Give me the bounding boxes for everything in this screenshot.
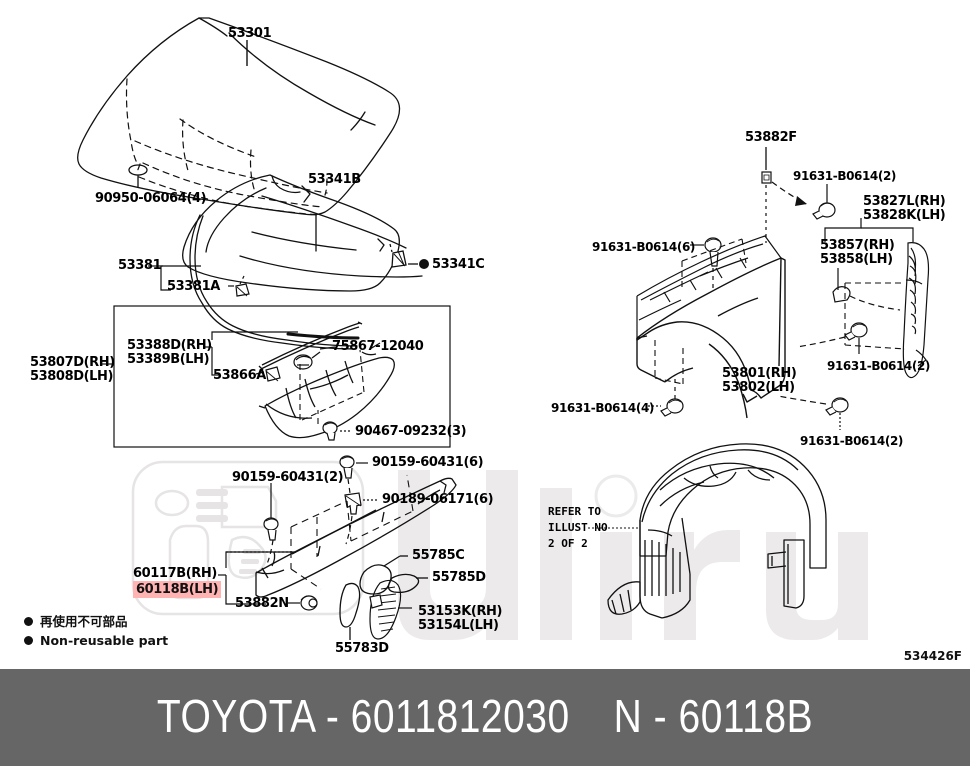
fender-top-flange [636,235,782,338]
label-53381A: 53381A [167,279,220,294]
label-53858-LH: 53858(LH) [820,252,893,267]
bullet-dot-icon [24,636,33,645]
bracket-53381 [148,265,201,291]
label-53388D-RH: 53388D(RH) [127,338,212,353]
label-55785C: 55785C [412,548,465,563]
clip-90159-6-drawing [339,455,368,494]
retainer-55785c-drawing [359,555,408,595]
label-91631-B0614-2b: 91631-B0614(2) [827,359,930,373]
bolt-91631-6-drawing [690,237,722,290]
hood-inner-structure [125,78,328,216]
washer-nozzle-drawing [293,346,336,370]
label-53802-LH: 53802(LH) [722,380,795,395]
footer-sep-1: - [314,691,351,743]
label-91631-B0614-2c: 91631-B0614(2) [800,434,903,448]
label-53801-RH: 53801(RH) [722,366,797,381]
hood-seal-clip-drawing [228,275,250,297]
label-53341C: 53341C [432,257,485,272]
rocker-moulding-drawing [255,477,457,598]
bolt-91631-2a-drawing [812,184,836,220]
pad-55783d-drawing [339,582,361,640]
label-53341B: 53341B [308,172,361,187]
fender-body-drawing [636,257,786,419]
fender-seal-drawing [902,242,930,379]
label-53882N: 53882N [235,596,289,611]
fender-liner-2of2-drawing [607,443,827,619]
label-55785D: 55785D [432,570,486,585]
weatherstrip-drawing [258,321,363,371]
label-53389B-LH: 53389B(LH) [127,352,210,367]
label-53301: 53301 [228,26,272,41]
label-90159-60431-6: 90159-60431(6) [372,455,484,470]
label-90189-06171-6: 90189-06171(6) [382,492,494,507]
hood-cushion-drawing [128,164,148,188]
clip-53882n-drawing [288,595,318,611]
label-60117B-RH: 60117B(RH) [133,566,217,581]
bracket-53388 [204,331,298,376]
clip-90159-2-drawing [263,483,279,565]
footer-part-text: TOYOTA - 6011812030 N - 60118B [157,692,813,744]
bolt-91631-2c-drawing [777,395,849,430]
label-53807D-RH: 53807D(RH) [30,355,115,370]
bullet-dot-icon [24,617,33,626]
liner-dashed-outline [299,349,365,424]
label-91631-B0614-2a: 91631-B0614(2) [793,169,896,183]
label-75867-12040: 75867-12040 [332,339,424,354]
label-53828K-LH: 53828K(LH) [863,208,946,223]
label-90950-06064: 90950-06064(4) [95,191,207,206]
bracket-53827 [824,218,914,242]
retainer-55785d-drawing [387,573,428,594]
retainer-53857-drawing [832,268,901,311]
fender-flange-dashed [654,238,747,385]
refer-to-note-line1: REFER TO [548,505,601,518]
legend-row-japanese: 再使用不可部品 [24,612,168,631]
label-53857-RH: 53857(RH) [820,238,895,253]
footer-banner: TOYOTA - 6011812030 N - 60118B [0,669,970,766]
label-53882F: 53882F [745,130,797,145]
label-55783D: 55783D [335,641,389,656]
label-91631-B0614-4: 91631-B0614(4) [551,401,654,415]
label-53381: 53381 [118,258,162,273]
label-53153K-RH: 53153K(RH) [418,604,503,619]
moulding-dashed [290,474,414,590]
footer-brand: TOYOTA [156,691,315,743]
label-53866A: 53866A [213,368,266,383]
legend-japanese-text: 再使用不可部品 [40,614,128,629]
liner-clip-drawing [255,366,281,382]
refer-to-note-line3: 2 OF 2 [548,537,588,550]
legend: 再使用不可部品 Non-reusable part [24,612,168,650]
fender-liner-drawing [258,342,395,439]
screw-90467-drawing [322,421,338,441]
footer-sep-2: - [642,691,679,743]
legend-english-text: Non-reusable part [40,633,169,648]
legend-row-english: Non-reusable part [24,631,168,650]
hood-seal-drawing [189,214,360,350]
nonreusable-dot-53341c [419,259,429,269]
footer-side-prefix: N [613,691,643,743]
hood-insulator-drawing [182,174,423,292]
label-53827L-RH: 53827L(RH) [863,194,946,209]
label-60118B-LH: 60118B(LH) [133,581,222,598]
clip-90189-6-drawing [344,492,378,545]
watermark-graphic [131,460,868,640]
bolt-91631-4-drawing [648,377,684,417]
label-53808D-LH: 53808D(LH) [30,369,114,384]
footer-part-number: 6011812030 [350,691,570,743]
group-box-fender-liner [113,305,451,448]
label-53154L-LH: 53154L(LH) [418,618,499,633]
footer-side-code: 60118B [678,691,814,743]
technical-illustration [77,17,930,640]
label-91631-B0614-6: 91631-B0614(6) [592,240,695,254]
insulator-clip-drawing [389,243,407,268]
clip-53882f-drawing [761,147,807,243]
label-90467-09232: 90467-09232(3) [355,424,467,439]
illustration-code: 534426F [903,649,962,663]
fender-seal-dashed [844,282,906,350]
label-90159-60431-2: 90159-60431(2) [232,470,344,485]
diagram-canvas: 53301 90950-06064(4) 53341B 53341C 53381… [24,17,962,663]
bolt-91631-2b-drawing [796,322,868,354]
seal-53153k-drawing [369,579,412,640]
refer-to-note-line2: ILLUST NO [548,521,608,534]
